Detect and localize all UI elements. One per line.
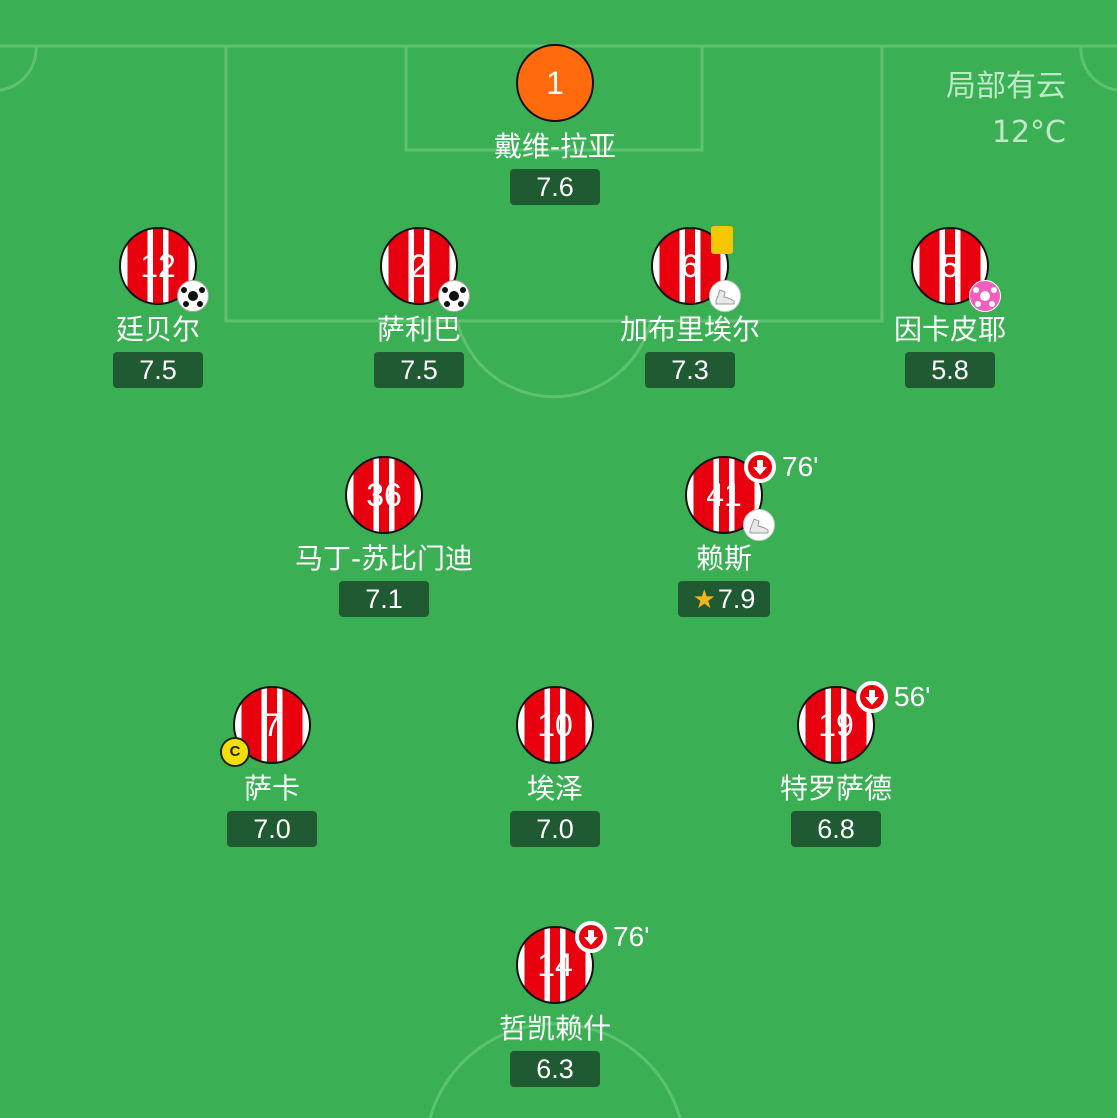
sub-off-icon xyxy=(575,921,607,953)
shirt-number: 2 xyxy=(410,247,428,284)
sub-off-icon xyxy=(856,681,888,713)
shirt-number: 1 xyxy=(546,64,564,101)
player-name: 马丁-苏比门迪 xyxy=(294,542,474,575)
shirt-number: 14 xyxy=(537,946,573,983)
player-name: 哲凯赖什 xyxy=(498,1012,611,1045)
player-name: 特罗萨德 xyxy=(779,772,892,805)
boot-icon xyxy=(709,280,741,312)
player-name: 廷贝尔 xyxy=(115,313,200,346)
player-rating: 7.6 xyxy=(510,169,600,205)
boot-icon xyxy=(743,509,775,541)
shirt-number: 12 xyxy=(140,247,176,284)
shirt-icon xyxy=(516,686,594,764)
player-rating: 6.8 xyxy=(791,811,881,847)
player-name: 加布里埃尔 xyxy=(619,313,760,346)
shirt-icon xyxy=(345,456,423,534)
player-name: 萨卡 xyxy=(243,772,300,805)
player-rating: 7.3 xyxy=(645,352,735,388)
player-rating: 6.3 xyxy=(510,1051,600,1087)
weather-temperature: 12°C xyxy=(991,115,1066,150)
player-name: 赖斯 xyxy=(695,542,752,575)
shirt-number: 36 xyxy=(366,476,402,513)
weather-condition: 局部有云 xyxy=(946,69,1066,104)
shirt-number: 10 xyxy=(537,706,573,743)
shirt-number: 19 xyxy=(818,706,854,743)
goalkeeper-shirt-icon xyxy=(516,44,594,122)
sub-off-icon xyxy=(744,451,776,483)
sub-off-minute: 56' xyxy=(894,681,931,712)
player-rating: 7.1 xyxy=(339,581,429,617)
ball-icon xyxy=(177,280,209,312)
sub-off-minute: 76' xyxy=(613,921,650,952)
shirt-number: 41 xyxy=(706,476,742,513)
player-name: 戴维-拉亚 xyxy=(493,130,617,163)
star-icon: ★ xyxy=(692,584,716,614)
sub-off-minute: 76' xyxy=(782,451,819,482)
own-goal-ball-icon xyxy=(969,280,1001,312)
player-name: 因卡皮耶 xyxy=(893,313,1006,346)
yellow-card-icon xyxy=(711,226,733,254)
captain-badge: C xyxy=(220,737,250,767)
player-name: 萨利巴 xyxy=(376,313,461,346)
player-rating: ★7.9 xyxy=(678,581,770,617)
shirt-icon xyxy=(911,227,989,305)
shirt-number: 5 xyxy=(941,247,959,284)
player-rating: 7.0 xyxy=(227,811,317,847)
shirt-number: 7 xyxy=(263,706,281,743)
ball-icon xyxy=(438,280,470,312)
player-name: 埃泽 xyxy=(526,772,583,805)
player-rating: 7.5 xyxy=(374,352,464,388)
player-rating: 7.0 xyxy=(510,811,600,847)
rating-value: 7.9 xyxy=(717,584,756,614)
player-rating: 7.5 xyxy=(113,352,203,388)
player-rating: 5.8 xyxy=(905,352,995,388)
shirt-number: 6 xyxy=(681,247,699,284)
